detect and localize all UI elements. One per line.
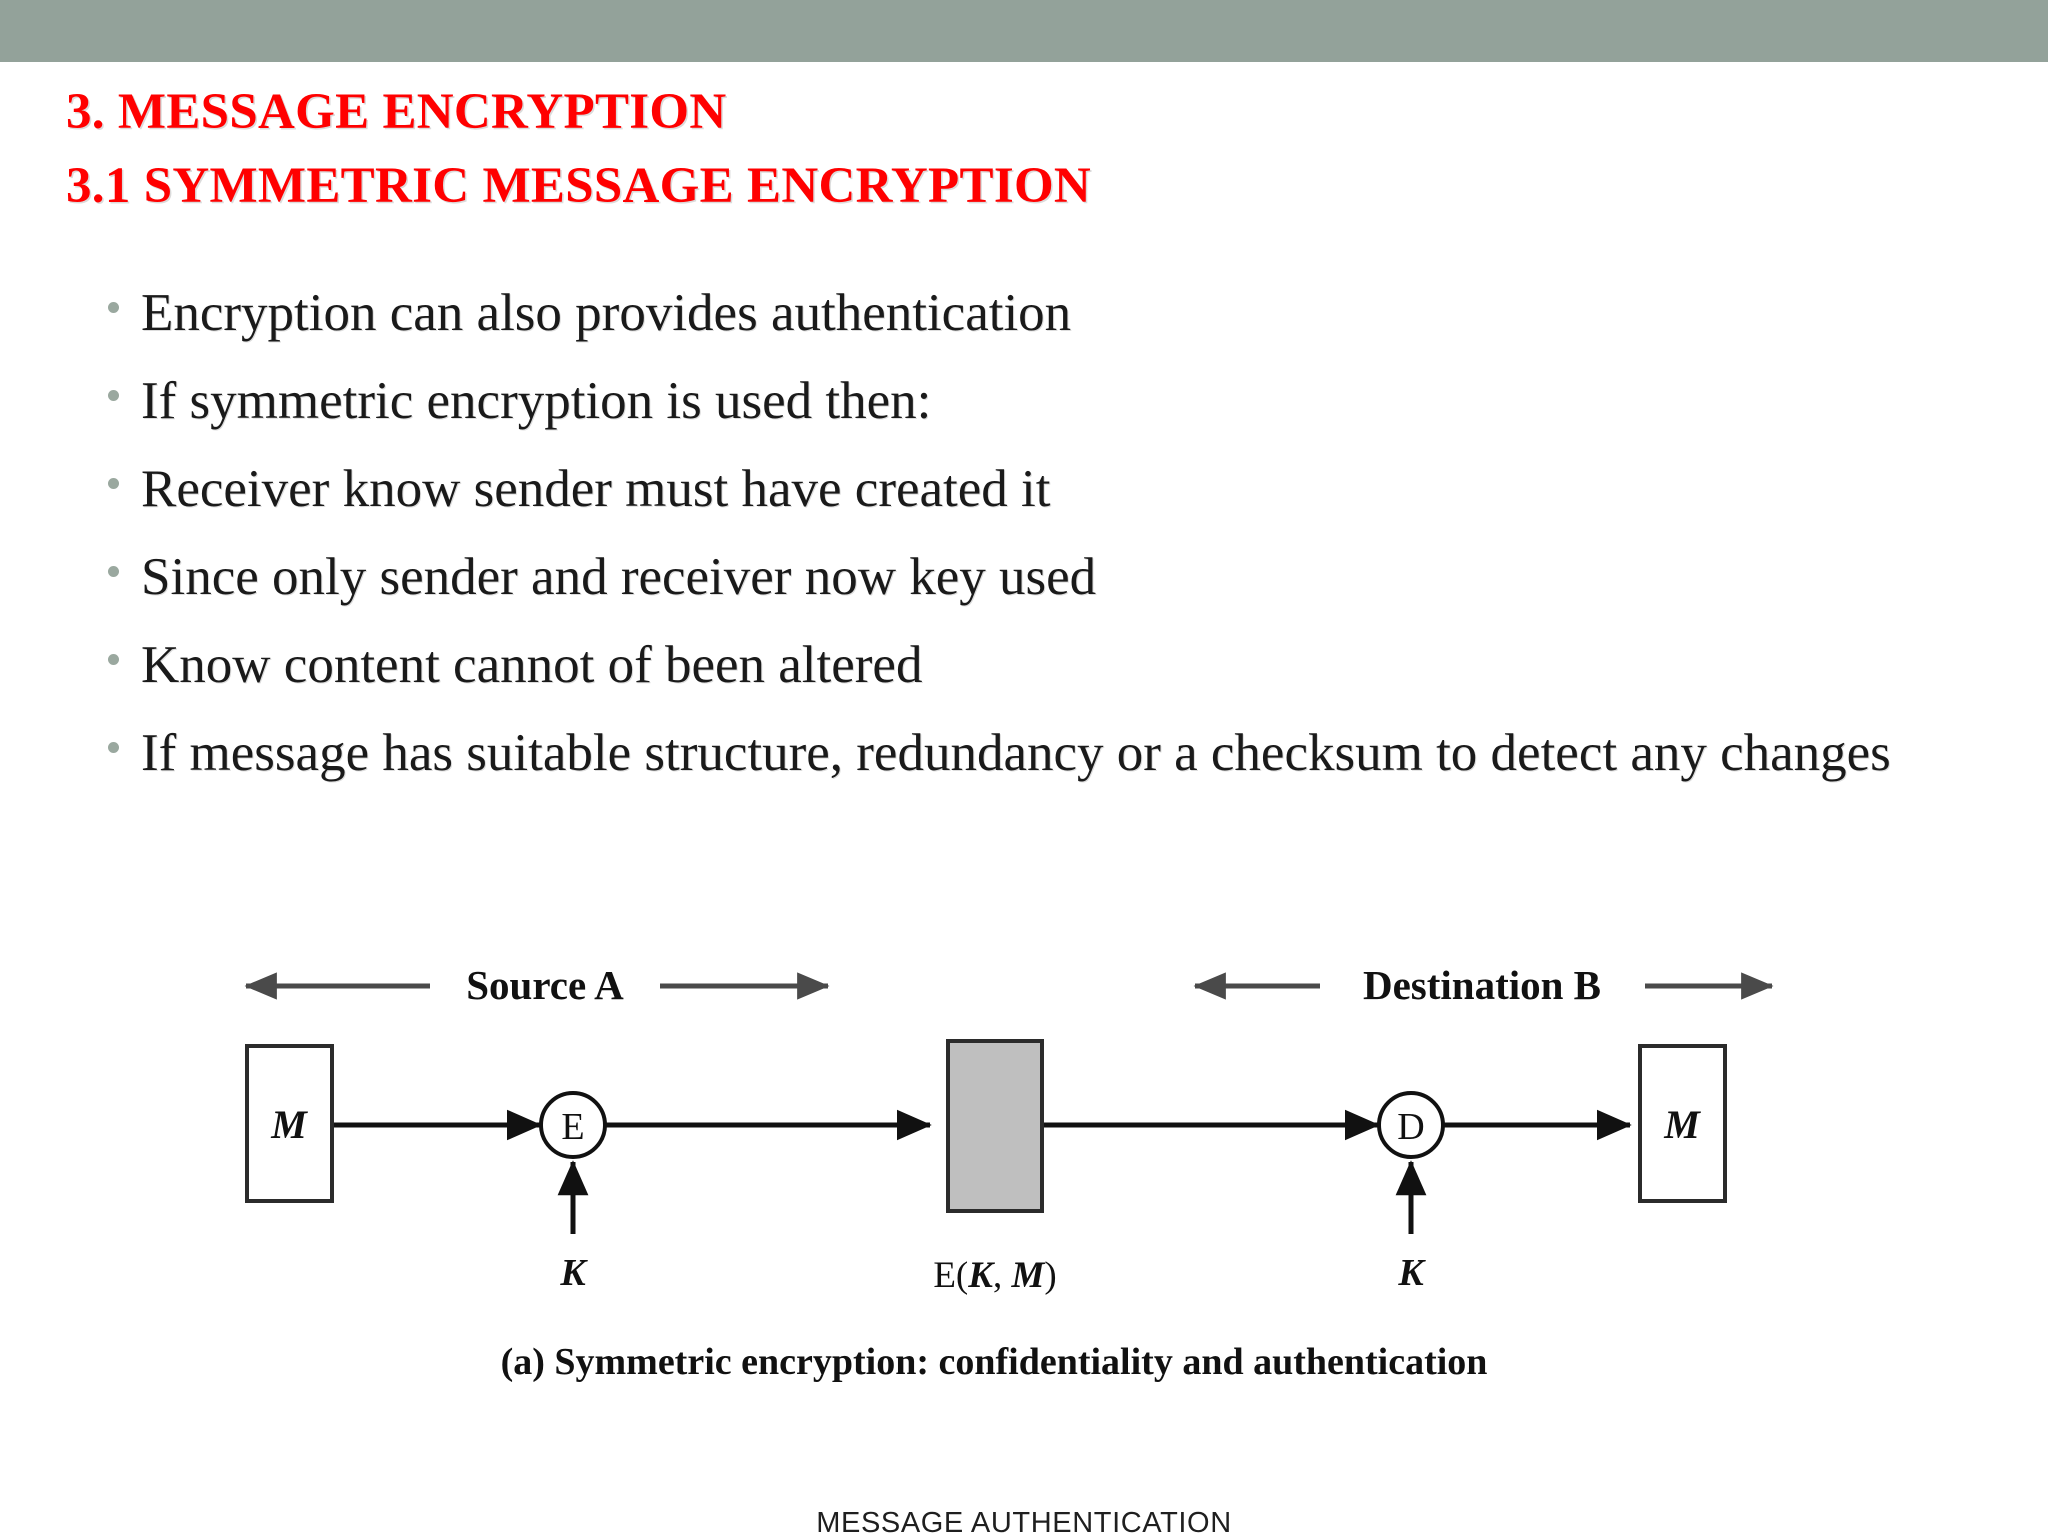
symmetric-encryption-diagram: Source A Destination B M E [0, 962, 2048, 1482]
title-line-2: 3.1 SYMMETRIC MESSAGE ENCRYPTION [66, 158, 1092, 214]
bullet-text: Know content cannot of been altered [141, 636, 923, 694]
bullet-text: Encryption can also provides authenticat… [141, 284, 1072, 342]
plaintext-destination-label: M [1663, 1102, 1701, 1147]
ciphertext-label: E(K, M) [933, 1255, 1056, 1296]
figure-caption: (a) Symmetric encryption: confidentialit… [501, 1341, 1488, 1383]
bullet-dot-icon [108, 302, 119, 313]
list-item: If message has suitable structure, redun… [108, 720, 1988, 786]
slide-header-band [0, 0, 2048, 62]
destination-span-arrow: Destination B [1193, 962, 1774, 1008]
list-item: Know content cannot of been altered [108, 632, 1988, 698]
bullet-text: If symmetric encryption is used then: [141, 372, 932, 430]
bullet-text: Since only sender and receiver now key u… [141, 548, 1097, 606]
decrypt-node: D [1377, 1091, 1445, 1159]
bullet-dot-icon [108, 742, 119, 753]
encrypt-node: E [539, 1091, 607, 1159]
title-line-1: 3. MESSAGE ENCRYPTION [66, 84, 727, 140]
source-label: Source A [466, 962, 624, 1008]
slide-footer: MESSAGE AUTHENTICATION [816, 1507, 1232, 1539]
bullet-dot-icon [108, 390, 119, 401]
decrypt-node-label: D [1397, 1106, 1424, 1148]
destination-key-input: K [1395, 1160, 1427, 1294]
list-item: Encryption can also provides authenticat… [108, 280, 1988, 346]
encrypt-node-label: E [561, 1106, 584, 1148]
key-destination-label: K [1397, 1252, 1426, 1294]
bullet-text: Receiver know sender must have created i… [141, 460, 1051, 518]
bullet-dot-icon [108, 654, 119, 665]
source-key-input: K [557, 1160, 589, 1294]
page-title: 3. MESSAGE ENCRYPTION 3.1 SYMMETRIC MESS… [66, 75, 1866, 223]
bullet-dot-icon [108, 566, 119, 577]
slide-body: 3. MESSAGE ENCRYPTION 3.1 SYMMETRIC MESS… [0, 62, 2048, 1539]
key-source-label: K [559, 1252, 588, 1294]
destination-label: Destination B [1363, 962, 1601, 1008]
list-item: Since only sender and receiver now key u… [108, 544, 1988, 610]
source-span-arrow: Source A [244, 962, 830, 1008]
plaintext-source-box: M [245, 1044, 334, 1203]
diagram-canvas: Source A Destination B M E [244, 962, 1774, 1383]
list-item: Receiver know sender must have created i… [108, 456, 1988, 522]
bullet-list: Encryption can also provides authenticat… [108, 280, 1988, 808]
plaintext-source-label: M [270, 1102, 308, 1147]
ciphertext-box: E(K, M) [933, 1039, 1057, 1296]
bullet-text: If message has suitable structure, redun… [141, 724, 1891, 782]
bullet-dot-icon [108, 478, 119, 489]
plaintext-destination-box: M [1638, 1044, 1727, 1203]
list-item: If symmetric encryption is used then: [108, 368, 1988, 434]
